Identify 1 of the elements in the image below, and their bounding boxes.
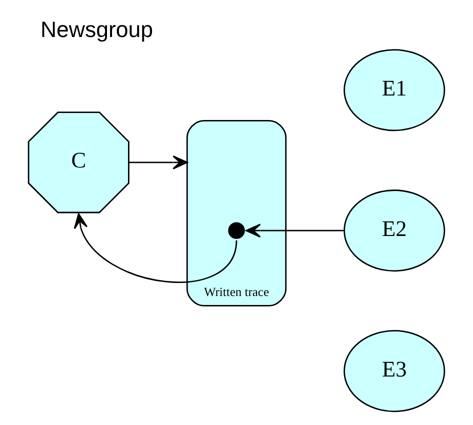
diagram-title: Newsgroup	[40, 16, 153, 42]
